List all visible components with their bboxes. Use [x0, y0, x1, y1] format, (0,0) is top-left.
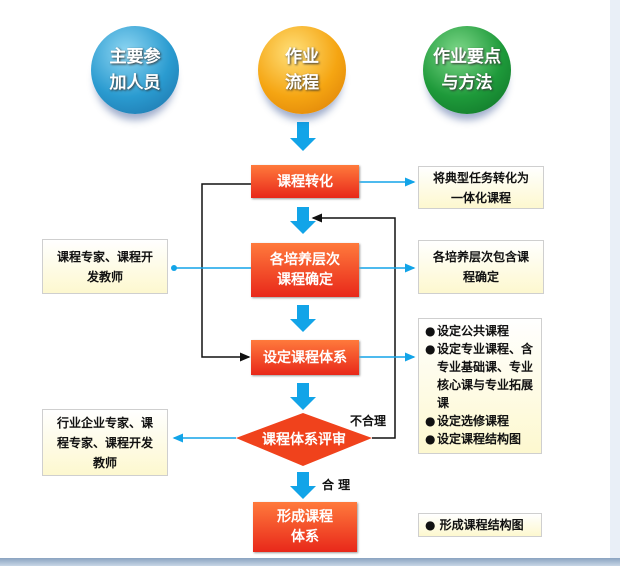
participants-box-1: 课程专家、课程开 发教师 [42, 239, 168, 294]
list-item-text: 设定课程结构图 [437, 432, 522, 446]
sphere-label: 作业要点 与方法 [433, 47, 501, 93]
review-diamond-shape [236, 413, 372, 466]
list-item-text: 设定公共课程 [437, 324, 510, 338]
methods-sphere: 作业要点 与方法 [423, 26, 511, 114]
method-list-3: ●设定公共课程 ●设定专业课程、含专业基础课、专业核心课与专业拓展课 ●设定选修… [418, 318, 542, 454]
list-item: ●设定专业课程、含专业基础课、专业核心课与专业拓展课 [425, 340, 541, 412]
pass-label: 合 理 [322, 478, 351, 492]
bullet: ● [425, 518, 440, 532]
list-item-text: 设定选修课程 [437, 414, 510, 428]
list-item: ●设定课程结构图 [425, 432, 522, 446]
fail-label: 不合理 [350, 414, 387, 428]
sphere-label: 主要参 加人员 [109, 47, 161, 93]
step-set-course-system: 设定课程体系 [251, 340, 359, 375]
participants-sphere: 主要参 加人员 [91, 26, 179, 114]
right-scroll-strip [610, 0, 620, 566]
sphere-label: 作业 流程 [285, 47, 319, 93]
method-box-1: 将典型任务转化为 一体化课程 [418, 166, 544, 209]
list-item-text: 设定专业课程、含专业基础课、专业核心课与专业拓展课 [437, 342, 534, 410]
down-arrows [290, 122, 316, 499]
participants-box-2: 行业企业专家、课 程专家、课程开发 教师 [42, 409, 168, 476]
list-item: ●设定公共课程 [425, 324, 510, 338]
step-course-conversion: 课程转化 [251, 165, 359, 198]
method-box-2: 各培养层次包含课 程确定 [418, 240, 544, 294]
step-level-course-determination: 各培养层次 课程确定 [251, 243, 359, 297]
bottom-bar [0, 558, 620, 566]
process-sphere: 作业 流程 [258, 26, 346, 114]
method-box-4: ● 形成课程结构图 [418, 513, 542, 537]
method-text: 形成课程结构图 [439, 518, 524, 532]
step-review: 课程体系评审 [262, 432, 346, 448]
list-item: ●设定选修课程 [425, 414, 510, 428]
step-form-course-system: 形成课程 体系 [253, 502, 357, 552]
